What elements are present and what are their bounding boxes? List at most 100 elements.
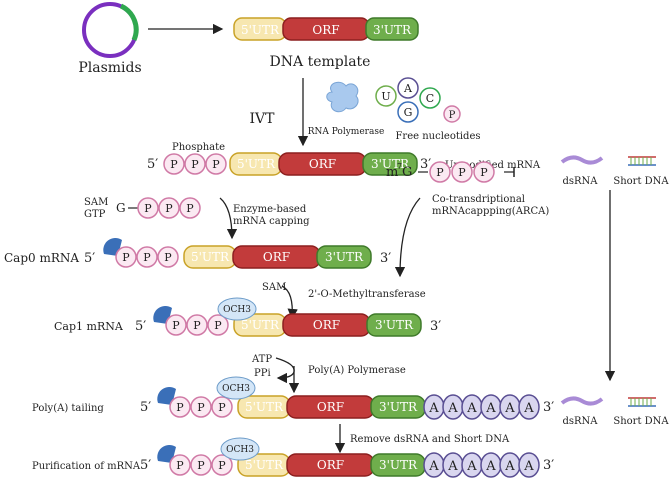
svg-text:C: C: [426, 92, 434, 105]
m7g-superscript: 7: [397, 162, 402, 171]
och3-group: OCH3: [217, 297, 257, 321]
unmodified-label: Unmodified mRNA: [445, 160, 541, 171]
svg-text:3'UTR: 3'UTR: [379, 400, 418, 414]
svg-text:A: A: [428, 459, 439, 474]
orf-segment: ORF: [282, 313, 371, 337]
orf-segment: ORF: [278, 152, 367, 176]
template-label: DNA template: [270, 54, 371, 70]
phosphate-bead: P: [184, 153, 206, 175]
phosphate-bead: P: [211, 396, 233, 418]
polya-bead: A: [461, 452, 483, 478]
svg-text:A: A: [504, 401, 515, 416]
row3-5prime: 5′: [135, 319, 146, 334]
phosphate-bead: P: [451, 161, 473, 183]
polya-bead: A: [442, 452, 464, 478]
dsrna-label-top: dsRNA: [562, 176, 598, 187]
phosphate-bead: P: [473, 161, 495, 183]
cotranscriptional-line2: mRNAcappping(ARCA): [432, 206, 549, 217]
polya-bead: A: [442, 394, 464, 420]
methyltransferase-label: 2'-O-Methyltransferase: [308, 289, 426, 300]
phosphate-bead: P: [169, 396, 191, 418]
short-dna-icon-bottom: [628, 397, 656, 407]
svg-text:3'UTR: 3'UTR: [371, 157, 410, 171]
polya-bead: A: [461, 394, 483, 420]
nucleotide-c: [419, 87, 441, 109]
svg-text:ORF: ORF: [309, 157, 336, 171]
phosphate-bead: P: [136, 246, 158, 268]
utr3-segment: 3'UTR: [316, 245, 372, 269]
svg-text:OCH3: OCH3: [223, 305, 251, 315]
polya-bead: A: [423, 394, 445, 420]
arrow-atp-ppi: [275, 357, 295, 384]
orf-segment: ORF: [286, 453, 375, 477]
svg-text:P: P: [449, 110, 456, 121]
polya-bead: A: [423, 452, 445, 478]
svg-text:P: P: [144, 202, 152, 215]
och3-group: OCH3: [216, 376, 256, 400]
ivt-label: IVT: [250, 111, 276, 127]
svg-text:P: P: [122, 251, 130, 264]
svg-text:5'UTR: 5'UTR: [245, 458, 284, 472]
phosphate-bead: P: [157, 246, 179, 268]
polya-polymerase-label: Poly(A) Polymerase: [308, 365, 406, 376]
dna-template-construct: 5'UTR ORF 3'UTR: [233, 17, 419, 41]
polya-bead: A: [480, 452, 502, 478]
phosphate-bead: P: [429, 161, 451, 183]
svg-text:5'UTR: 5'UTR: [237, 157, 276, 171]
svg-text:5'UTR: 5'UTR: [191, 250, 230, 264]
polymerase-label: RNA Polymerase: [308, 127, 385, 137]
row2-5prime: 5′: [84, 251, 95, 266]
svg-text:U: U: [381, 90, 390, 103]
short-dna-label-bottom: Short DNA: [613, 416, 669, 427]
row3-3prime: 3′: [430, 319, 441, 334]
sam-label: SAM: [84, 197, 108, 208]
phosphate-bead: P: [207, 314, 229, 336]
phosphate-label: Phosphate: [172, 142, 225, 153]
svg-text:P: P: [176, 401, 184, 414]
utr3-segment: 3'UTR: [370, 395, 426, 419]
dsrna-label-bottom: dsRNA: [562, 416, 598, 427]
utr5-segment: 5'UTR: [237, 453, 291, 477]
cap-icon: [157, 444, 176, 463]
svg-text:P: P: [197, 459, 205, 472]
utr3-segment: 3'UTR: [362, 152, 418, 176]
svg-text:P: P: [164, 251, 172, 264]
svg-text:P: P: [218, 401, 226, 414]
sam2-label: SAM: [262, 282, 286, 293]
m7g-m: m: [386, 165, 398, 180]
svg-text:OCH3: OCH3: [226, 445, 254, 455]
polya-bead: A: [499, 452, 521, 478]
phosphate-bead: P: [190, 396, 212, 418]
svg-text:ORF: ORF: [317, 400, 344, 414]
svg-text:P: P: [191, 158, 199, 171]
nucleotides-label: Free nucleotides: [395, 131, 480, 142]
orf-label: ORF: [312, 23, 339, 37]
utr5-segment: 5'UTR: [183, 245, 237, 269]
utr3-label: 3'UTR: [373, 23, 412, 37]
arrow-enzyme-capping: [219, 197, 238, 240]
phosphate-bead: P: [205, 153, 227, 175]
svg-text:A: A: [447, 401, 458, 416]
row4-5prime: 5′: [140, 400, 151, 415]
polya-bead: A: [518, 452, 540, 478]
svg-text:ORF: ORF: [317, 458, 344, 472]
phosphate-bead: P: [179, 197, 201, 219]
ppi-label: PPi: [254, 368, 271, 379]
atp-label: ATP: [251, 354, 272, 365]
svg-text:3'UTR: 3'UTR: [379, 458, 418, 472]
svg-text:A: A: [466, 401, 477, 416]
svg-text:P: P: [143, 251, 151, 264]
utr5-segment: 5'UTR: [233, 313, 287, 337]
phosphate-bead: P: [158, 197, 180, 219]
phosphate-bead: P: [165, 314, 187, 336]
phosphate-bead: P: [186, 314, 208, 336]
plasmid-icon: [82, 2, 139, 58]
och3-group: OCH3: [220, 437, 260, 461]
polya-bead: A: [499, 394, 521, 420]
short-dna-label-top: Short DNA: [613, 176, 669, 187]
phosphate-bead: P: [137, 197, 159, 219]
